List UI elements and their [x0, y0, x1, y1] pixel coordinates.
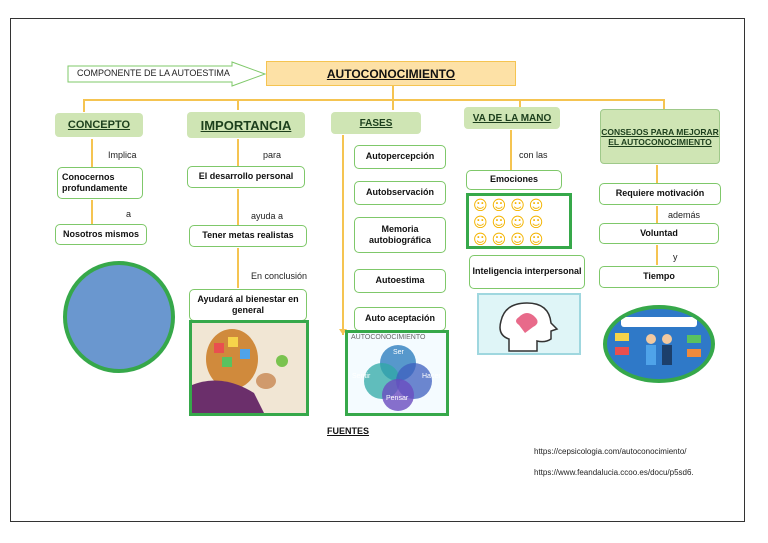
importancia-conn-1: para	[263, 150, 282, 160]
fases-header: FASES	[331, 112, 421, 134]
importancia-box-2: Tener metas realistas	[189, 225, 307, 247]
va-line-1	[510, 130, 512, 172]
consejos-conn-2: y	[673, 252, 678, 262]
importancia-header: IMPORTANCIA	[187, 112, 305, 138]
blue-circle-image	[63, 261, 175, 373]
consejos-box-2: Voluntad	[599, 223, 719, 244]
fuentes-label: FUENTES	[327, 426, 370, 436]
main-branch-line	[83, 99, 665, 101]
branch-drop-2	[237, 99, 239, 110]
thinking-head-image	[189, 320, 309, 416]
venn-circles	[364, 345, 432, 411]
consejos-line-2	[656, 206, 658, 224]
importancia-conn-2: ayuda a	[251, 211, 284, 221]
importancia-line-3	[237, 248, 239, 288]
concept-map-page: COMPONENTE DE LA AUTOESTIMA AUTOCONOCIMI…	[10, 18, 745, 522]
consejos-header: CONSEJOS PARA MEJORAR EL AUTOCONOCIMIENT…	[600, 109, 720, 164]
branch-drop-4	[519, 99, 521, 109]
fases-arrow	[339, 329, 347, 335]
emoji-grid: ☺☺☺☺ ☺☺☺☺ ☺☺☺☺	[473, 198, 548, 248]
concepto-box-1: Conocernos profundamente	[57, 167, 143, 199]
fases-item-2: Autobservación	[354, 181, 446, 205]
venn-title: AUTOCONOCIMIENTO	[351, 334, 426, 341]
va-de-la-mano-header: VA DE LA MANO	[464, 107, 560, 129]
concepto-line-1	[91, 139, 93, 167]
branch-drop-3	[392, 99, 394, 110]
importancia-box-3: Ayudará al bienestar en general	[189, 289, 307, 321]
concepto-conn-1: Implica	[108, 150, 137, 160]
venn-label-4: Pensar	[386, 395, 409, 402]
va-box-1: Emociones	[466, 170, 562, 190]
puzzle-head-illustration	[192, 323, 306, 413]
emoji-row-icon: ☺☺☺☺	[473, 232, 548, 248]
main-title: AUTOCONOCIMIENTO	[266, 61, 516, 86]
venn-label-1: Ser	[393, 349, 404, 356]
consejos-conn-1: además	[668, 210, 701, 220]
fases-item-5: Auto aceptación	[354, 307, 446, 331]
consejos-box-3: Tiempo	[599, 266, 719, 288]
concepto-header: CONCEPTO	[55, 113, 143, 137]
branch-drop-1	[83, 99, 85, 112]
component-label: COMPONENTE DE LA AUTOESTIMA	[77, 68, 230, 78]
main-title-text: AUTOCONOCIMIENTO	[326, 66, 456, 81]
importancia-box-1: El desarrollo personal	[187, 166, 305, 188]
branch-drop-5	[663, 99, 665, 109]
component-arrow: COMPONENTE DE LA AUTOESTIMA	[67, 61, 267, 87]
venn-diagram-image: AUTOCONOCIMIENTO Ser Sentir Hacer Pensar	[345, 330, 449, 416]
arrow-right-shape	[67, 61, 267, 87]
importancia-line-2	[237, 189, 239, 225]
fases-item-4: Autoestima	[354, 269, 446, 293]
venn-label-2: Sentir	[352, 373, 371, 380]
concepto-conn-2: a	[126, 209, 132, 219]
va-box-2: Inteligencia interpersonal	[469, 255, 585, 289]
source-link-1[interactable]: https://cepsicologia.com/autoconocimient…	[534, 447, 687, 456]
consejos-line-3	[656, 245, 658, 265]
fases-line	[342, 135, 344, 335]
consejos-oval-image	[603, 305, 715, 383]
importancia-conn-3: En conclusión	[251, 271, 308, 281]
va-conn-1: con las	[519, 150, 548, 160]
concepto-line-2	[91, 200, 93, 224]
emoji-row-icon: ☺☺☺☺	[473, 215, 548, 231]
importancia-line-1	[237, 139, 239, 166]
brain-head-image	[477, 293, 581, 355]
consejos-box-1: Requiere motivación	[599, 183, 721, 205]
emoji-row-icon: ☺☺☺☺	[473, 198, 548, 214]
concepto-box-2: Nosotros mismos	[55, 224, 147, 245]
head-silhouette-icon	[499, 302, 559, 352]
fases-item-1: Autopercepción	[354, 145, 446, 169]
emoji-grid-image: ☺☺☺☺ ☺☺☺☺ ☺☺☺☺	[466, 193, 572, 249]
consejos-line-1	[656, 165, 658, 183]
fases-item-3: Memoria autobiográfica	[354, 217, 446, 253]
people-illustration	[615, 317, 701, 365]
venn-label-3: Hacer	[422, 373, 441, 380]
source-link-2[interactable]: https://www.feandalucia.ccoo.es/docu/p5s…	[534, 468, 694, 477]
title-connector	[392, 86, 394, 100]
